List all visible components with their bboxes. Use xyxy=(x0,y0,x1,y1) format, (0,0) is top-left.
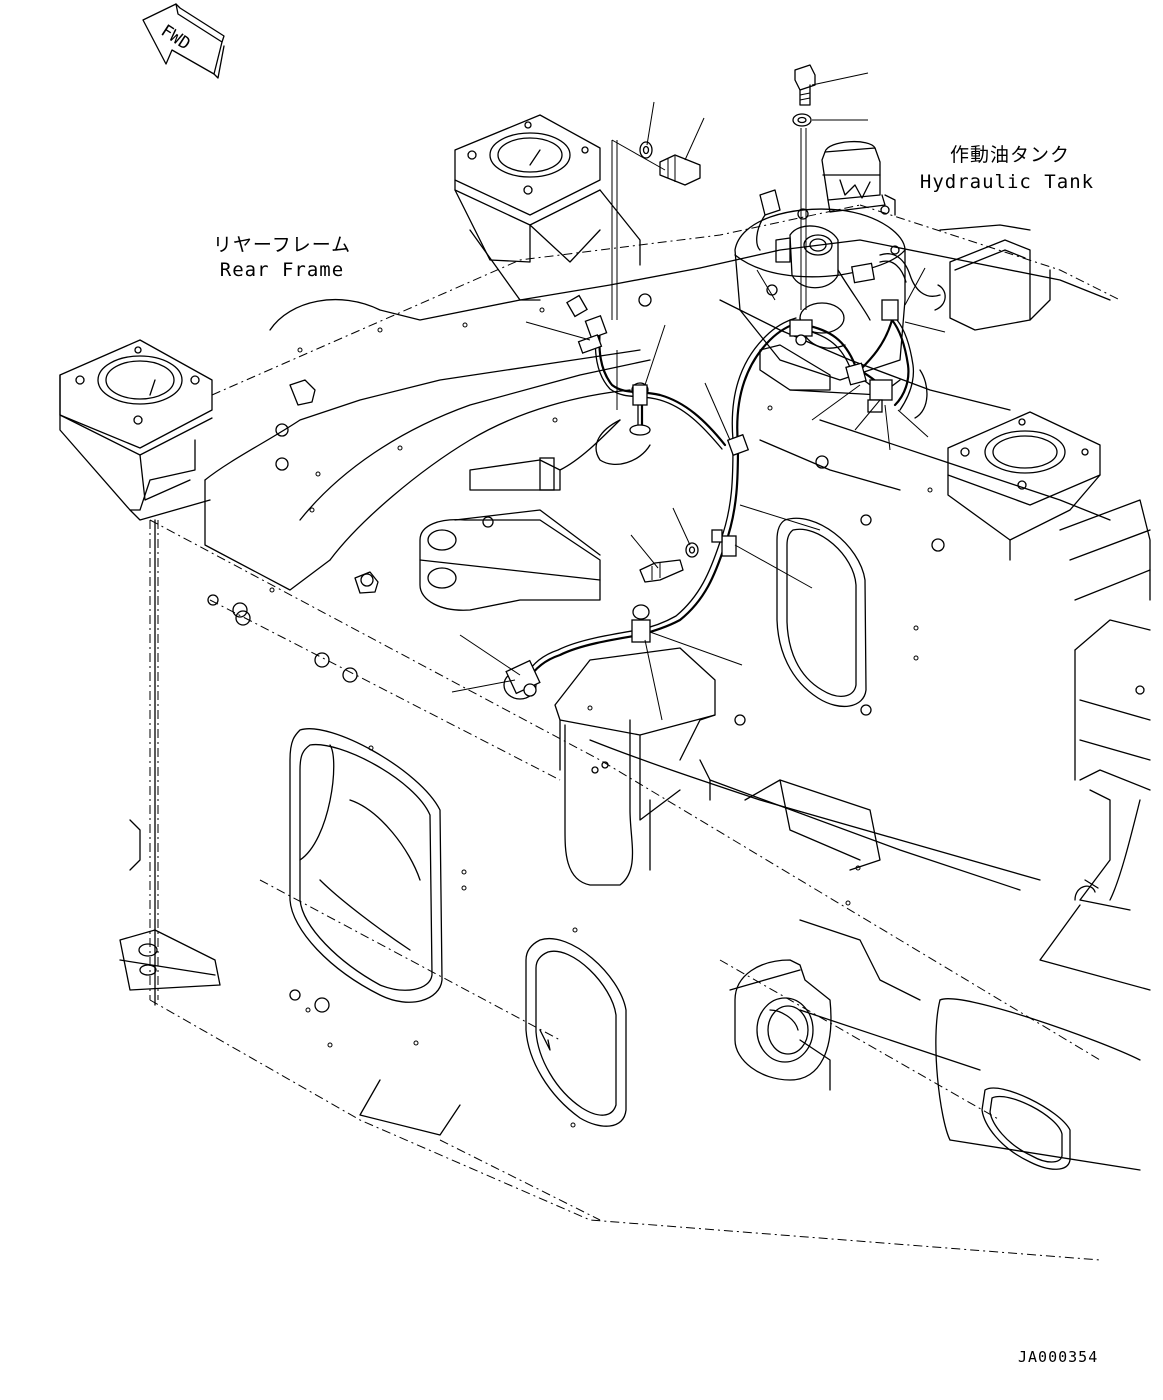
mounting-bracket xyxy=(419,509,601,611)
washer-icon xyxy=(639,141,653,159)
washer-icon xyxy=(792,113,812,127)
leader-lines xyxy=(451,72,946,721)
washer-icon xyxy=(685,542,699,558)
fwd-arrow-icon xyxy=(142,3,225,79)
rear-frame-label: Rear Frame xyxy=(219,259,345,281)
rear-frame-body xyxy=(119,204,1151,1261)
wiring-harness xyxy=(469,253,946,700)
left-mount-pillar xyxy=(59,339,213,521)
rear-frame-label-jp: リヤーフレーム xyxy=(212,234,352,256)
mounting-holes xyxy=(207,293,1145,1128)
right-mount-pillar xyxy=(947,411,1101,561)
hydraulic-tank xyxy=(734,140,1051,396)
bolt-icon xyxy=(639,559,684,583)
hydraulic-tank-label: Hydraulic Tank xyxy=(919,171,1095,193)
drawing-id: JA000354 xyxy=(1018,1348,1099,1366)
pipe-lines xyxy=(611,128,807,410)
lower-mount-pillar xyxy=(554,647,716,886)
bolt-icon xyxy=(794,64,816,106)
bolt-icon xyxy=(659,154,701,186)
hydraulic-tank-label-jp: 作動油タンク xyxy=(949,144,1070,166)
top-mount-pillar xyxy=(454,114,641,301)
